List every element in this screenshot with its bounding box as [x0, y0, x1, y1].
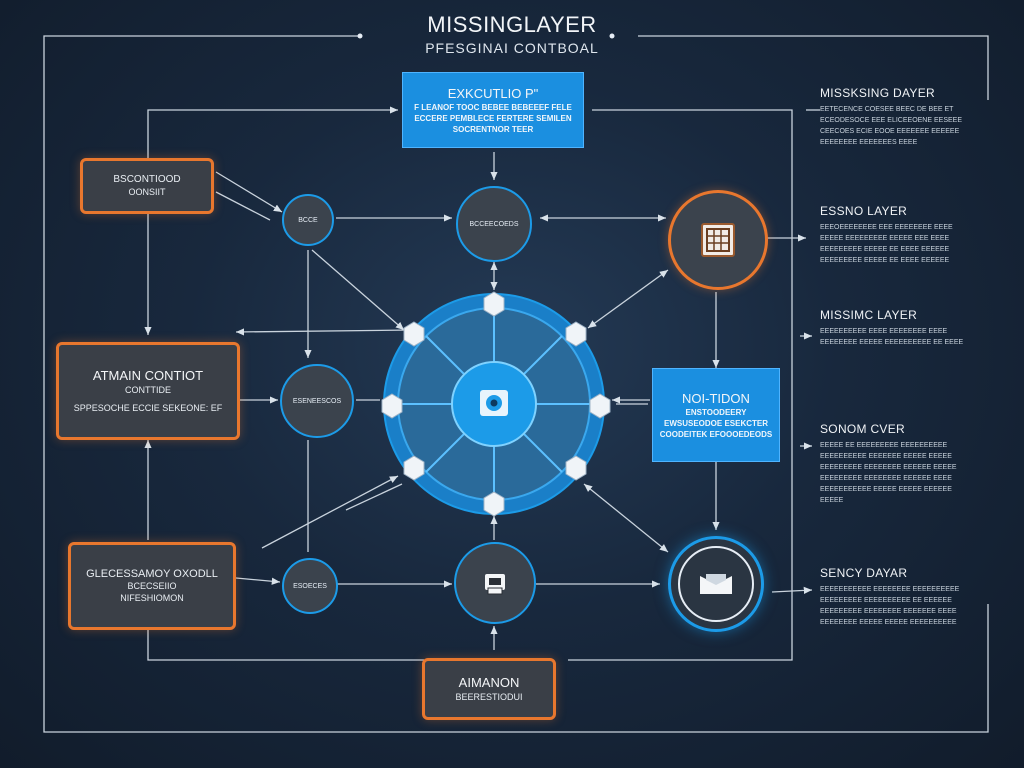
- layer-panel-5-line: EEEEEEEEE EEEEEEEEEE EE EEEEEE: [820, 597, 952, 604]
- layer-panel-3-line: EEEEEEEEEE EEEE EEEEEEEE EEEE: [820, 328, 948, 335]
- bottom-left-box-sub: BCECSEIIO: [127, 581, 177, 591]
- layer-panel-5-line: EEEEEEEEE EEEEEEEE EEEEEEE EEEE: [820, 608, 957, 615]
- mid-left-box-detail: SPPESOCHE ECCIE SEKEONE: EF: [73, 403, 223, 413]
- bottom-center-box-sub: BEERESTIODUI: [455, 692, 523, 702]
- bottom-left-box-detail: NIFESHIOMON: [120, 593, 184, 603]
- mid-left-box: ATMAIN CONTIOT CONTTIDE SPPESOCHE ECCIE …: [56, 342, 240, 440]
- layer-panel-5: SENCY DAYAR EEEEEEEEEEE EEEEEEEE EEEEEEE…: [820, 566, 990, 628]
- layer-panel-2-line: EEEEEEEEE EEEEE EE EEEE EEEEEE: [820, 257, 950, 264]
- page-title: MISSINGLAYER: [427, 12, 597, 37]
- diagram-title-block: MISSINGLAYER PFESGINAI CONTBOAL: [0, 12, 1024, 56]
- bottom-left-box-title: GLECESSAMOY OXODLL: [86, 568, 218, 580]
- layer-panel-2-line: EEEEEEEEE EEEEE EE EEEE EEEEEE: [820, 246, 950, 253]
- notion-box-title: NOI-TIDON: [682, 390, 750, 406]
- layer-panel-1-title: MISSKSING DAYER: [820, 86, 935, 100]
- execution-box: EXKCUTLIO P" F LEANOF TOOC BEBEE BEBEEEF…: [402, 72, 584, 148]
- layer-panel-2-title: ESSNO LAYER: [820, 204, 908, 218]
- notion-box-line-1: ENSTOODEERY: [685, 407, 747, 417]
- notion-box-line-2: EWSUSEODOE ESEKCTER: [663, 418, 768, 428]
- execution-box-line-1: F LEANOF TOOC BEBEE BEBEEEF FELE: [414, 102, 572, 112]
- notion-box-line-3: COODEITEK EFOOOEDEODS: [659, 429, 773, 439]
- top-left-box-sub: OONSIIT: [128, 187, 166, 197]
- layer-panel-1-line: EEEEEEEE EEEEEEES EEEE: [820, 139, 918, 146]
- node-mid-left: ESENEESCOS: [280, 364, 354, 438]
- bottom-center-box: AIMANON BEERESTIODUI: [422, 658, 556, 720]
- node-mid-left-label: ESENEESCOS: [292, 397, 342, 405]
- layer-panel-4-title: SONOM CVER: [820, 422, 906, 436]
- layer-panel-1: MISSKSING DAYER EETECENCE COESEE BEEC DE…: [820, 86, 990, 148]
- calendar-grid-icon: [701, 223, 735, 257]
- layer-panel-5-line: EEEEEEEEEEE EEEEEEEE EEEEEEEEEE: [820, 586, 960, 593]
- node-top-center: BCCEECOEDS: [456, 186, 532, 262]
- layer-panel-1-line: EETECENCE COESEE BEEC DE BEE ET: [820, 106, 954, 113]
- layer-panel-2-line: EEEEE EEEEEEEEE EEEEE EEE EEEE: [820, 235, 950, 242]
- layer-panel-4-line: EEEEE: [820, 497, 844, 504]
- layer-panel-3-title: MISSIMC LAYER: [820, 308, 918, 322]
- node-bottom-small-label: ESOECES: [293, 582, 327, 590]
- node-top-small-label: BCCE: [298, 216, 318, 224]
- node-right-top: [668, 190, 768, 290]
- layer-panel-4-line: EEEEEEEEE EEEEEEEE EEEEEE EEEE: [820, 475, 952, 482]
- layer-panel-5-title: SENCY DAYAR: [820, 566, 908, 580]
- layer-panel-2-line: EEEOEEEEEEEE EEE EEEEEEEE EEEE: [820, 224, 953, 231]
- layer-panel-4-line: EEEEE EE EEEEEEEEE EEEEEEEEEE: [820, 442, 948, 449]
- printer-icon: [485, 574, 505, 595]
- top-left-box: BSCONTIOOD OONSIIT: [80, 158, 214, 214]
- page-subtitle: PFESGINAI CONTBOAL: [425, 40, 599, 56]
- mid-left-box-title: ATMAIN CONTIOT: [92, 368, 204, 383]
- bottom-left-box: GLECESSAMOY OXODLL BCECSEIIO NIFESHIOMON: [68, 542, 236, 630]
- layer-panel-4-line: EEEEEEEEEE EEEEEEE EEEEE EEEEE: [820, 453, 952, 460]
- layer-panel-1-line: ECEODESOCE EEE ELICEEOENE EESEEE: [820, 117, 962, 124]
- layer-panel-4-line: EEEEEEEEE EEEEEEEE EEEEEE EEEEE: [820, 464, 957, 471]
- layer-panel-5-line: EEEEEEEE EEEEE EEEEE EEEEEEEEEE: [820, 619, 957, 626]
- node-right-bottom: [668, 536, 764, 632]
- node-bottom-small: ESOECES: [282, 558, 338, 614]
- node-bottom-center: [454, 542, 536, 624]
- layer-panel-3: MISSIMC LAYER EEEEEEEEEE EEEE EEEEEEEE E…: [820, 308, 990, 348]
- node-top-small: BCCE: [282, 194, 334, 246]
- layer-panel-4: SONOM CVER EEEEE EE EEEEEEEEE EEEEEEEEEE…: [820, 422, 990, 506]
- notion-box: NOI-TIDON ENSTOODEERY EWSUSEODOE ESEKCTE…: [652, 368, 780, 462]
- bottom-center-box-title: AIMANON: [458, 675, 520, 690]
- layer-panel-2: ESSNO LAYER EEEOEEEEEEEE EEE EEEEEEEE EE…: [820, 204, 990, 266]
- mid-left-box-sub: CONTTIDE: [125, 385, 171, 395]
- document-tray-icon: [700, 574, 732, 594]
- execution-box-line-3: SOCRENTNOR TEER: [452, 124, 534, 134]
- top-left-box-title: BSCONTIOOD: [113, 174, 181, 185]
- layer-panel-4-line: EEEEEEEEEEE EEEEE EEEEE EEEEEE: [820, 486, 952, 493]
- layer-panel-1-line: CEECOES ECIE EOOE EEEEEEE EEEEEE: [820, 128, 960, 135]
- execution-box-line-2: ECCERE PEMBLECE FERTERE SEMILEN: [414, 113, 572, 123]
- node-top-center-label: BCCEECOEDS: [469, 220, 519, 228]
- execution-box-title: EXKCUTLIO P": [447, 85, 539, 101]
- eye-camera-icon: [480, 390, 508, 416]
- layer-panel-3-line: EEEEEEEE EEEEE EEEEEEEEEE EE EEEE: [820, 339, 964, 346]
